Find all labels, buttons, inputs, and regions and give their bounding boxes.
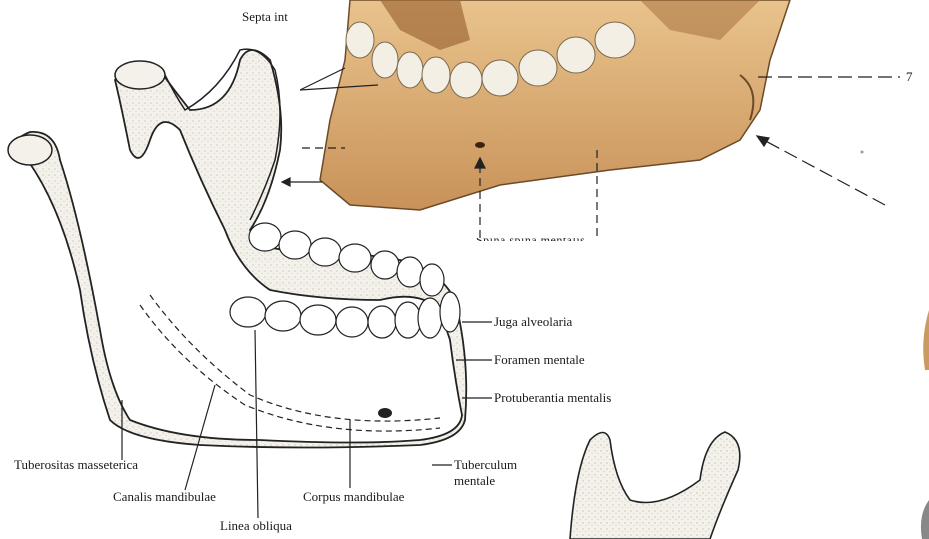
label-linea-obliqua: Linea obliqua — [220, 519, 292, 533]
stray-mark — [861, 151, 864, 154]
label-juga-alveolaria: Juga alveolaria — [494, 315, 572, 329]
mandible-colored-top — [320, 0, 790, 210]
label-number-seven: 7 — [906, 70, 913, 84]
label-foramen-mentale: Foramen mentale — [494, 353, 585, 367]
label-tuberculum-mentale-line2: mentale — [454, 474, 495, 488]
label-corpus-mandibulae: Corpus mandibulae — [303, 490, 404, 504]
right-edge-fragment-lower — [921, 500, 929, 539]
label-protuberantia-mentalis: Protuberantia mentalis — [494, 391, 611, 405]
label-septa: Septa int — [242, 10, 288, 24]
right-edge-fragment — [923, 310, 929, 370]
label-canalis-mandibulae: Canalis mandibulae — [113, 490, 216, 504]
label-tuberculum-mentale-line1: Tuberculum — [454, 458, 517, 472]
mandible-sketch-partial — [570, 432, 740, 539]
label-tuberositas-masseterica: Tuberositas masseterica — [14, 458, 138, 472]
